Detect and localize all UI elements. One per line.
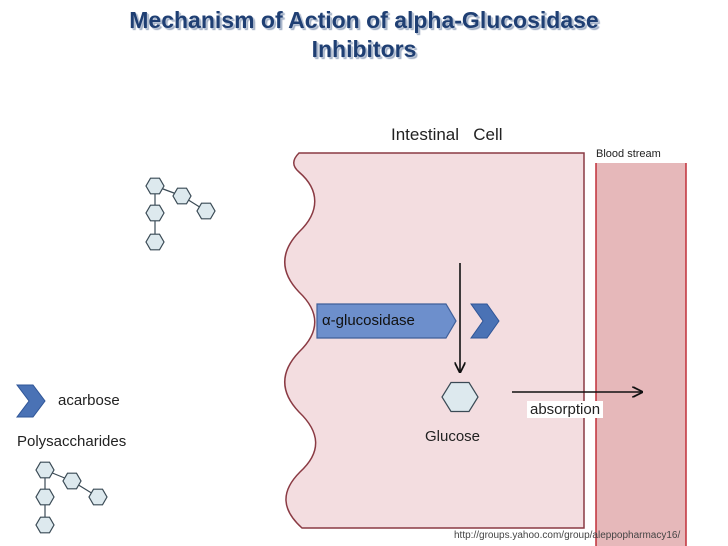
enzyme-shape	[316, 303, 457, 339]
polysaccharide-bottom	[35, 461, 108, 534]
hexagon-icon	[145, 233, 165, 251]
hexagon-icon	[35, 461, 55, 479]
hexagon-icon	[145, 177, 165, 195]
hexagon-icon	[172, 187, 192, 205]
blood-stream-label: Blood stream	[596, 148, 661, 160]
polysaccharide-top	[145, 177, 216, 251]
enzyme-label: α-glucosidase	[322, 312, 415, 329]
hexagon-icon	[35, 516, 55, 534]
intestinal-cell-label: Intestinal Cell	[391, 125, 503, 144]
hexagon-icon	[88, 488, 108, 506]
hexagon-icon	[62, 472, 82, 490]
chevron-icon	[470, 303, 500, 339]
hexagon-icon	[35, 488, 55, 506]
chevron-icon	[16, 384, 46, 418]
blood-stream	[596, 163, 686, 546]
glucose-label: Glucose	[425, 428, 481, 445]
source-url[interactable]: http://groups.yahoo.com/group/aleppophar…	[454, 530, 681, 541]
intestinal-cell	[284, 152, 585, 529]
glucose-hexagon-icon	[441, 381, 479, 413]
hexagon-icon	[196, 202, 216, 220]
acarbose-label: acarbose	[58, 392, 120, 409]
hexagon-icon	[145, 204, 165, 222]
absorption-label: absorption	[527, 401, 604, 418]
page-title: Mechanism of Action of alpha-Glucosidase…	[0, 6, 728, 64]
polysaccharides-label: Polysaccharides	[17, 433, 127, 450]
title-line-2: Inhibitors	[311, 36, 417, 62]
title-line-1: Mechanism of Action of alpha-Glucosidase	[129, 7, 599, 33]
